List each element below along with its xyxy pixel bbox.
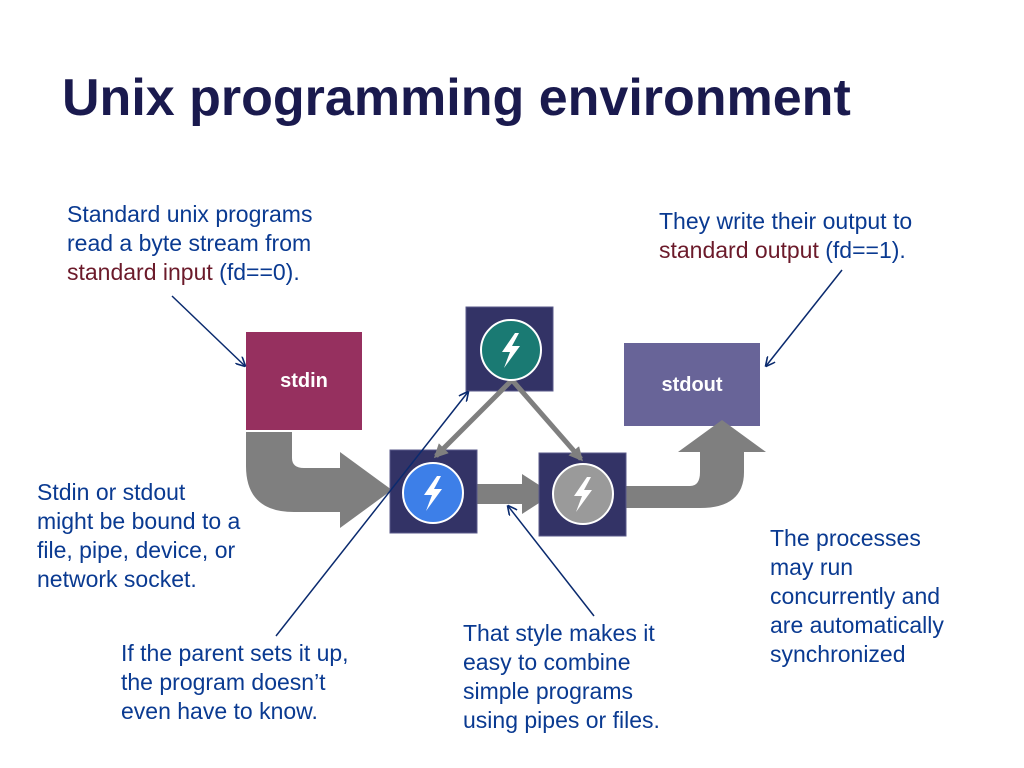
slide-title: Unix programming environment xyxy=(62,69,851,127)
binding-note-line: network socket. xyxy=(37,566,197,592)
binding-note-line: might be bound to a xyxy=(37,508,241,534)
parent-note-line: If the parent sets it up, xyxy=(121,640,349,666)
process-to-process-arrow xyxy=(465,474,553,514)
stdout-note-line: They write their output to xyxy=(659,208,913,234)
stdout-note: They write their output to standard outp… xyxy=(659,207,912,265)
concurrency-note-line: concurrently and xyxy=(770,583,941,609)
style-note-line: simple programs xyxy=(463,678,633,704)
standard-output-highlight: standard output xyxy=(659,237,819,263)
parent-note-line: the program doesn’t xyxy=(121,669,326,695)
lightning-bolt-icon xyxy=(574,477,592,512)
concurrency-note-line: may run xyxy=(770,554,854,580)
lightning-bolt-icon xyxy=(502,333,520,368)
stdout-box xyxy=(624,343,760,426)
standard-input-highlight: standard input xyxy=(67,259,213,285)
stdin-note: Standard unix programs read a byte strea… xyxy=(67,200,312,287)
style-note: That style makes it easy to combine simp… xyxy=(463,619,660,735)
concurrency-note-line: are automatically xyxy=(770,612,944,638)
stdin-box xyxy=(246,332,362,430)
stdin-note-fd: (fd==0). xyxy=(212,259,300,285)
style-note-line: using pipes or files. xyxy=(463,707,660,733)
concurrency-note-line: The processes xyxy=(770,525,921,551)
left-process xyxy=(402,462,464,524)
parent-note-pointer xyxy=(275,392,468,637)
binding-note-line: file, pipe, device, or xyxy=(37,537,236,563)
binding-note: Stdin or stdout might be bound to a file… xyxy=(37,478,240,594)
stdin-note-line: read a byte stream from xyxy=(67,230,312,256)
style-note-pointer xyxy=(508,506,595,617)
stdin-note-line: Standard unix programs xyxy=(67,201,313,227)
top-process xyxy=(480,319,542,381)
right-process xyxy=(552,463,614,525)
parent-note-line: even have to know. xyxy=(121,698,318,724)
style-note-line: easy to combine xyxy=(463,649,631,675)
stdout-note-pointer xyxy=(766,269,843,366)
stdin-to-process-arrow xyxy=(246,432,392,528)
top-to-right-arrow xyxy=(510,378,583,462)
stdin-label: stdin xyxy=(280,370,328,392)
stdout-label: stdout xyxy=(661,374,723,396)
concurrency-note-line: synchronized xyxy=(770,641,906,667)
lightning-bolt-icon xyxy=(424,476,442,511)
top-to-left-arrow xyxy=(433,378,514,459)
binding-note-line: Stdin or stdout xyxy=(37,479,186,505)
process-to-stdout-arrow xyxy=(625,420,766,508)
parent-note: If the parent sets it up, the program do… xyxy=(121,639,349,726)
concurrency-note: The processes may run concurrently and a… xyxy=(770,524,944,669)
stdout-note-fd: (fd==1). xyxy=(818,237,906,263)
stdin-note-pointer xyxy=(171,295,245,366)
style-note-line: That style makes it xyxy=(463,620,655,646)
